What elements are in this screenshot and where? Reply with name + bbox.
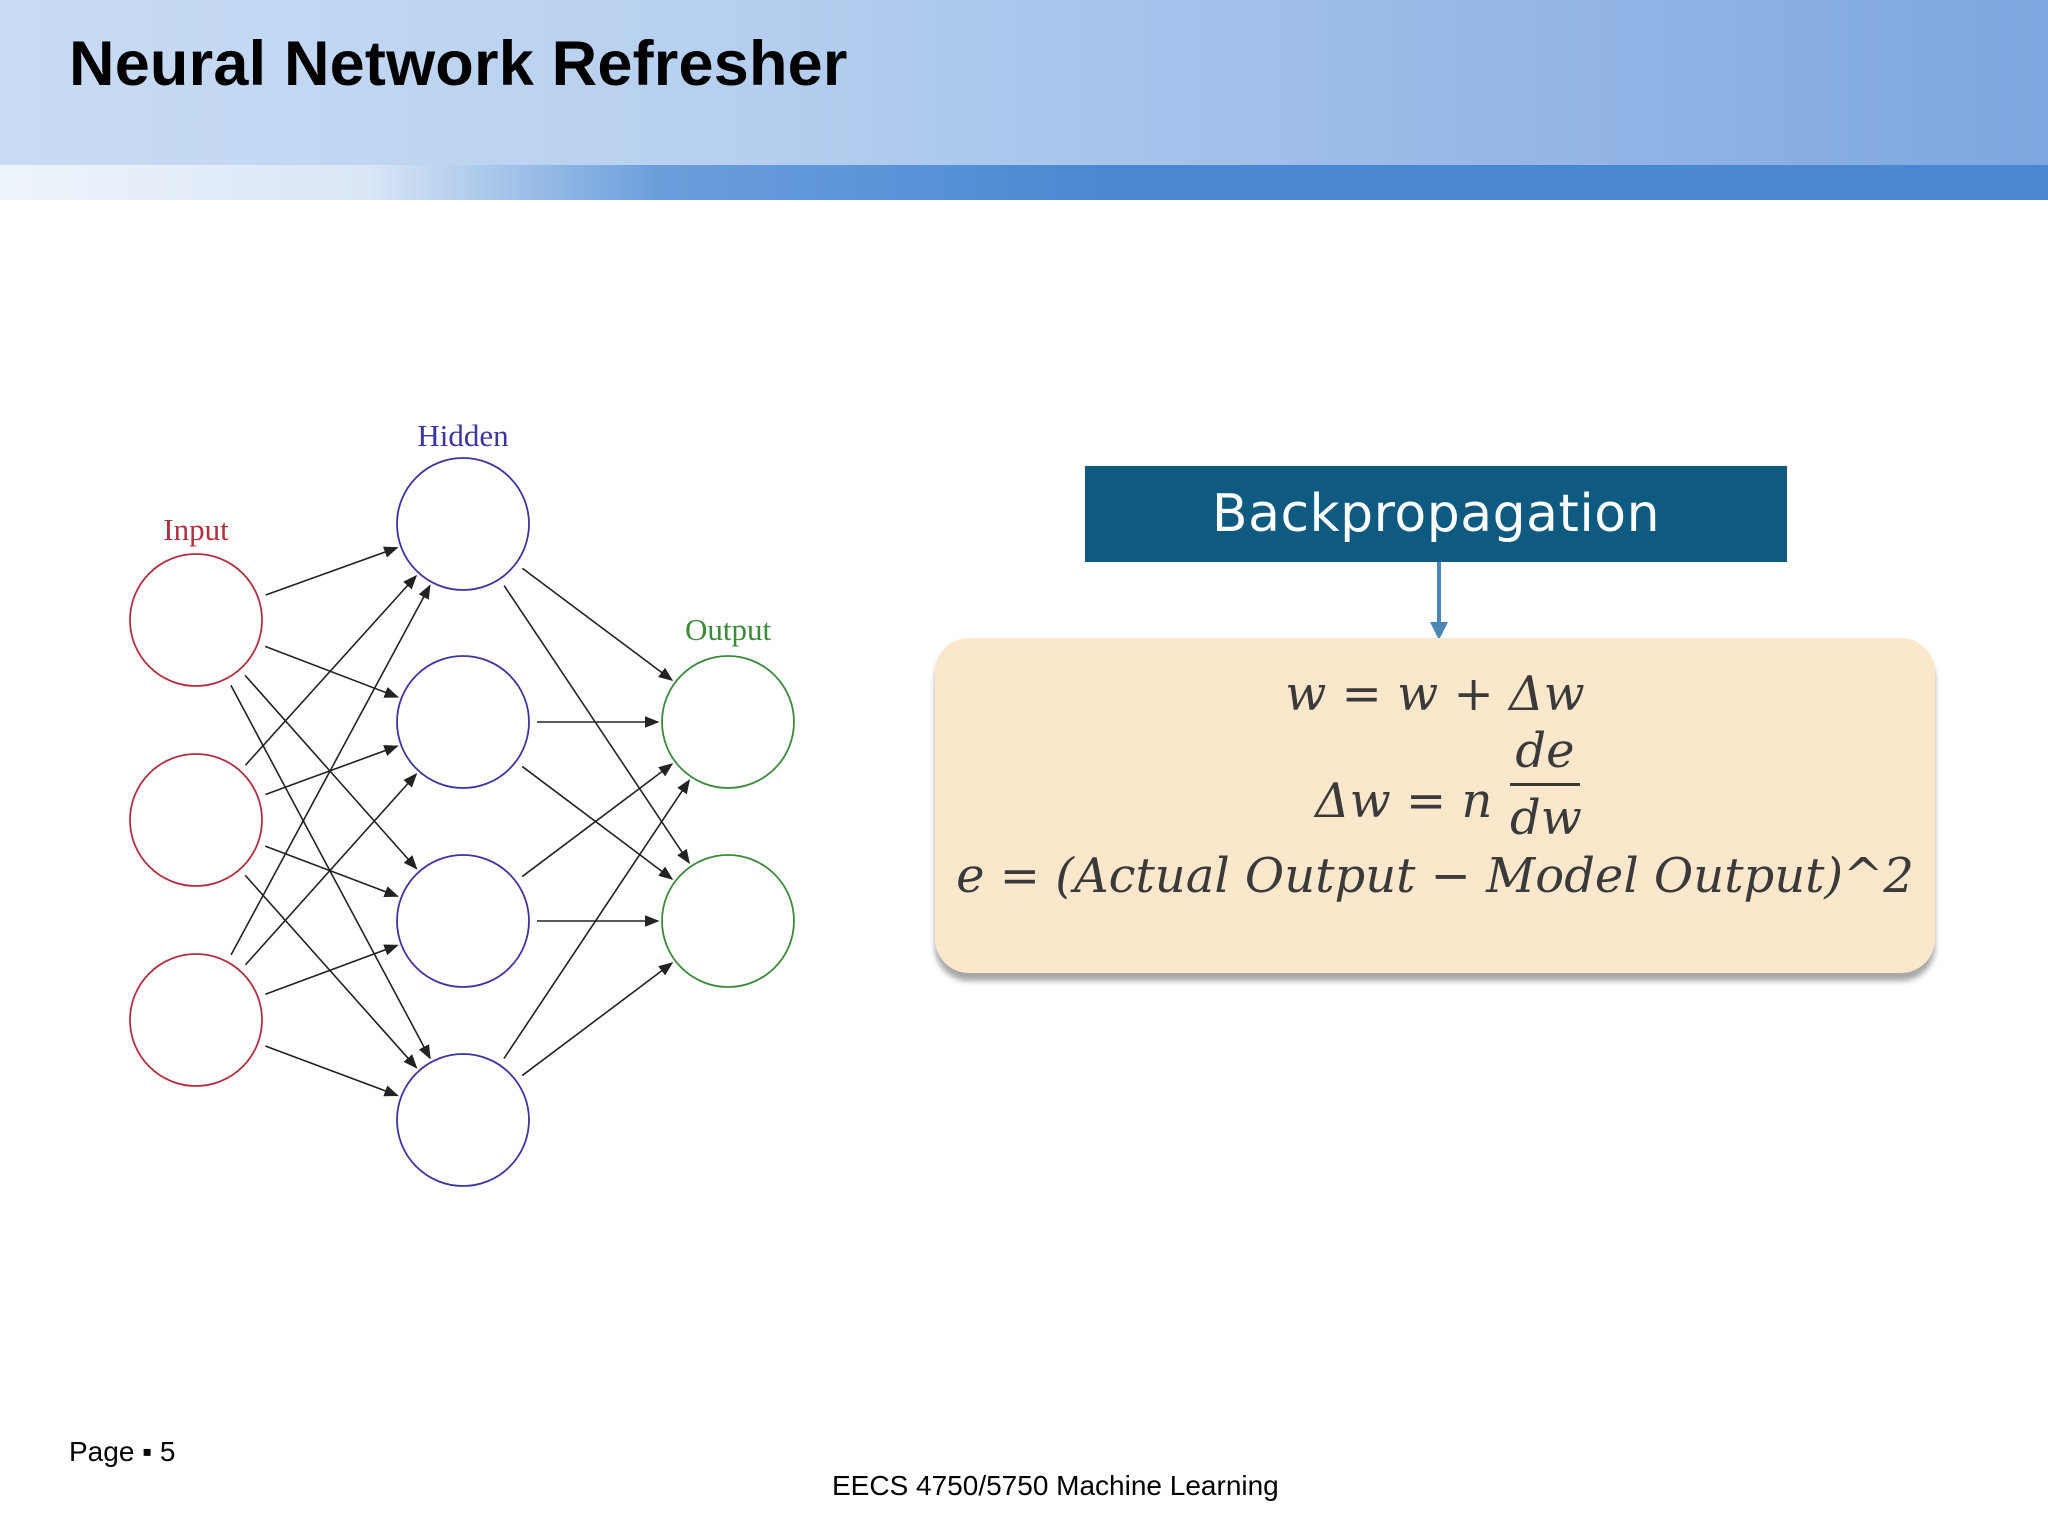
edge-hidden-1-to-output-1: [521, 567, 674, 681]
error-equation: e = (Actual Output − Model Output)^2: [956, 848, 1914, 904]
edge-input-3-to-hidden-3: [265, 944, 399, 996]
edge-input-3-to-hidden-1: [230, 584, 431, 956]
edge-input-2-to-hidden-2: [265, 745, 399, 796]
edge-input-1-to-hidden-1: [265, 546, 399, 596]
edge-input-1-to-hidden-3: [244, 674, 418, 870]
edge-input-3-to-hidden-4: [265, 1045, 399, 1097]
delta-weight-lhs: Δw = n: [1315, 773, 1493, 829]
neural-network-diagram: Input Hidden Output: [129, 418, 795, 1187]
output-layer-label: Output: [685, 612, 772, 647]
fraction-denominator: dw: [1510, 790, 1582, 846]
hidden-neuron-1: [396, 457, 530, 591]
fraction-bar: [1510, 783, 1580, 786]
backpropagation-header: Backpropagation: [1085, 466, 1787, 562]
edge-hidden-1-to-output-2: [503, 585, 690, 864]
output-neuron-2: [661, 854, 795, 988]
hidden-layer-label: Hidden: [417, 418, 509, 453]
hidden-neuron-2: [396, 655, 530, 789]
edge-input-2-to-hidden-3: [264, 845, 399, 898]
connector-arrow: [1430, 562, 1448, 640]
header-background: [0, 0, 2048, 165]
edge-input-1-to-hidden-4: [230, 684, 431, 1060]
fraction-numerator: de: [1515, 723, 1575, 779]
backpropagation-equations-box: w = w + Δw Δw = n de dw e = (Actual Outp…: [935, 638, 1935, 973]
input-neuron-1: [129, 553, 263, 687]
edge-input-2-to-hidden-1: [244, 574, 418, 766]
edge-hidden-4-to-output-1: [503, 779, 691, 1059]
output-neuron-1: [661, 655, 795, 789]
slide-title: Neural Network Refresher: [69, 29, 848, 99]
hidden-neuron-3: [396, 854, 530, 988]
network-nodes: [129, 457, 795, 1187]
hidden-neuron-4: [396, 1053, 530, 1187]
edge-hidden-2-to-output-2: [521, 765, 674, 880]
input-neuron-3: [129, 953, 263, 1087]
page-number: Page ▪ 5: [69, 1436, 176, 1467]
derivative-fraction: de dw: [1510, 723, 1582, 846]
edge-input-2-to-hidden-4: [244, 874, 418, 1069]
header-accent-bar: [0, 165, 2048, 200]
weight-update-equation: w = w + Δw: [1285, 666, 1585, 722]
edge-input-1-to-hidden-2: [264, 645, 399, 698]
edge-hidden-3-to-output-1: [521, 763, 674, 878]
edge-input-3-to-hidden-2: [244, 773, 418, 966]
course-footer: EECS 4750/5750 Machine Learning: [832, 1470, 1279, 1501]
network-edges: [230, 546, 691, 1097]
edge-hidden-4-to-output-2: [521, 962, 674, 1077]
input-neuron-2: [129, 753, 263, 887]
input-layer-label: Input: [163, 512, 229, 547]
